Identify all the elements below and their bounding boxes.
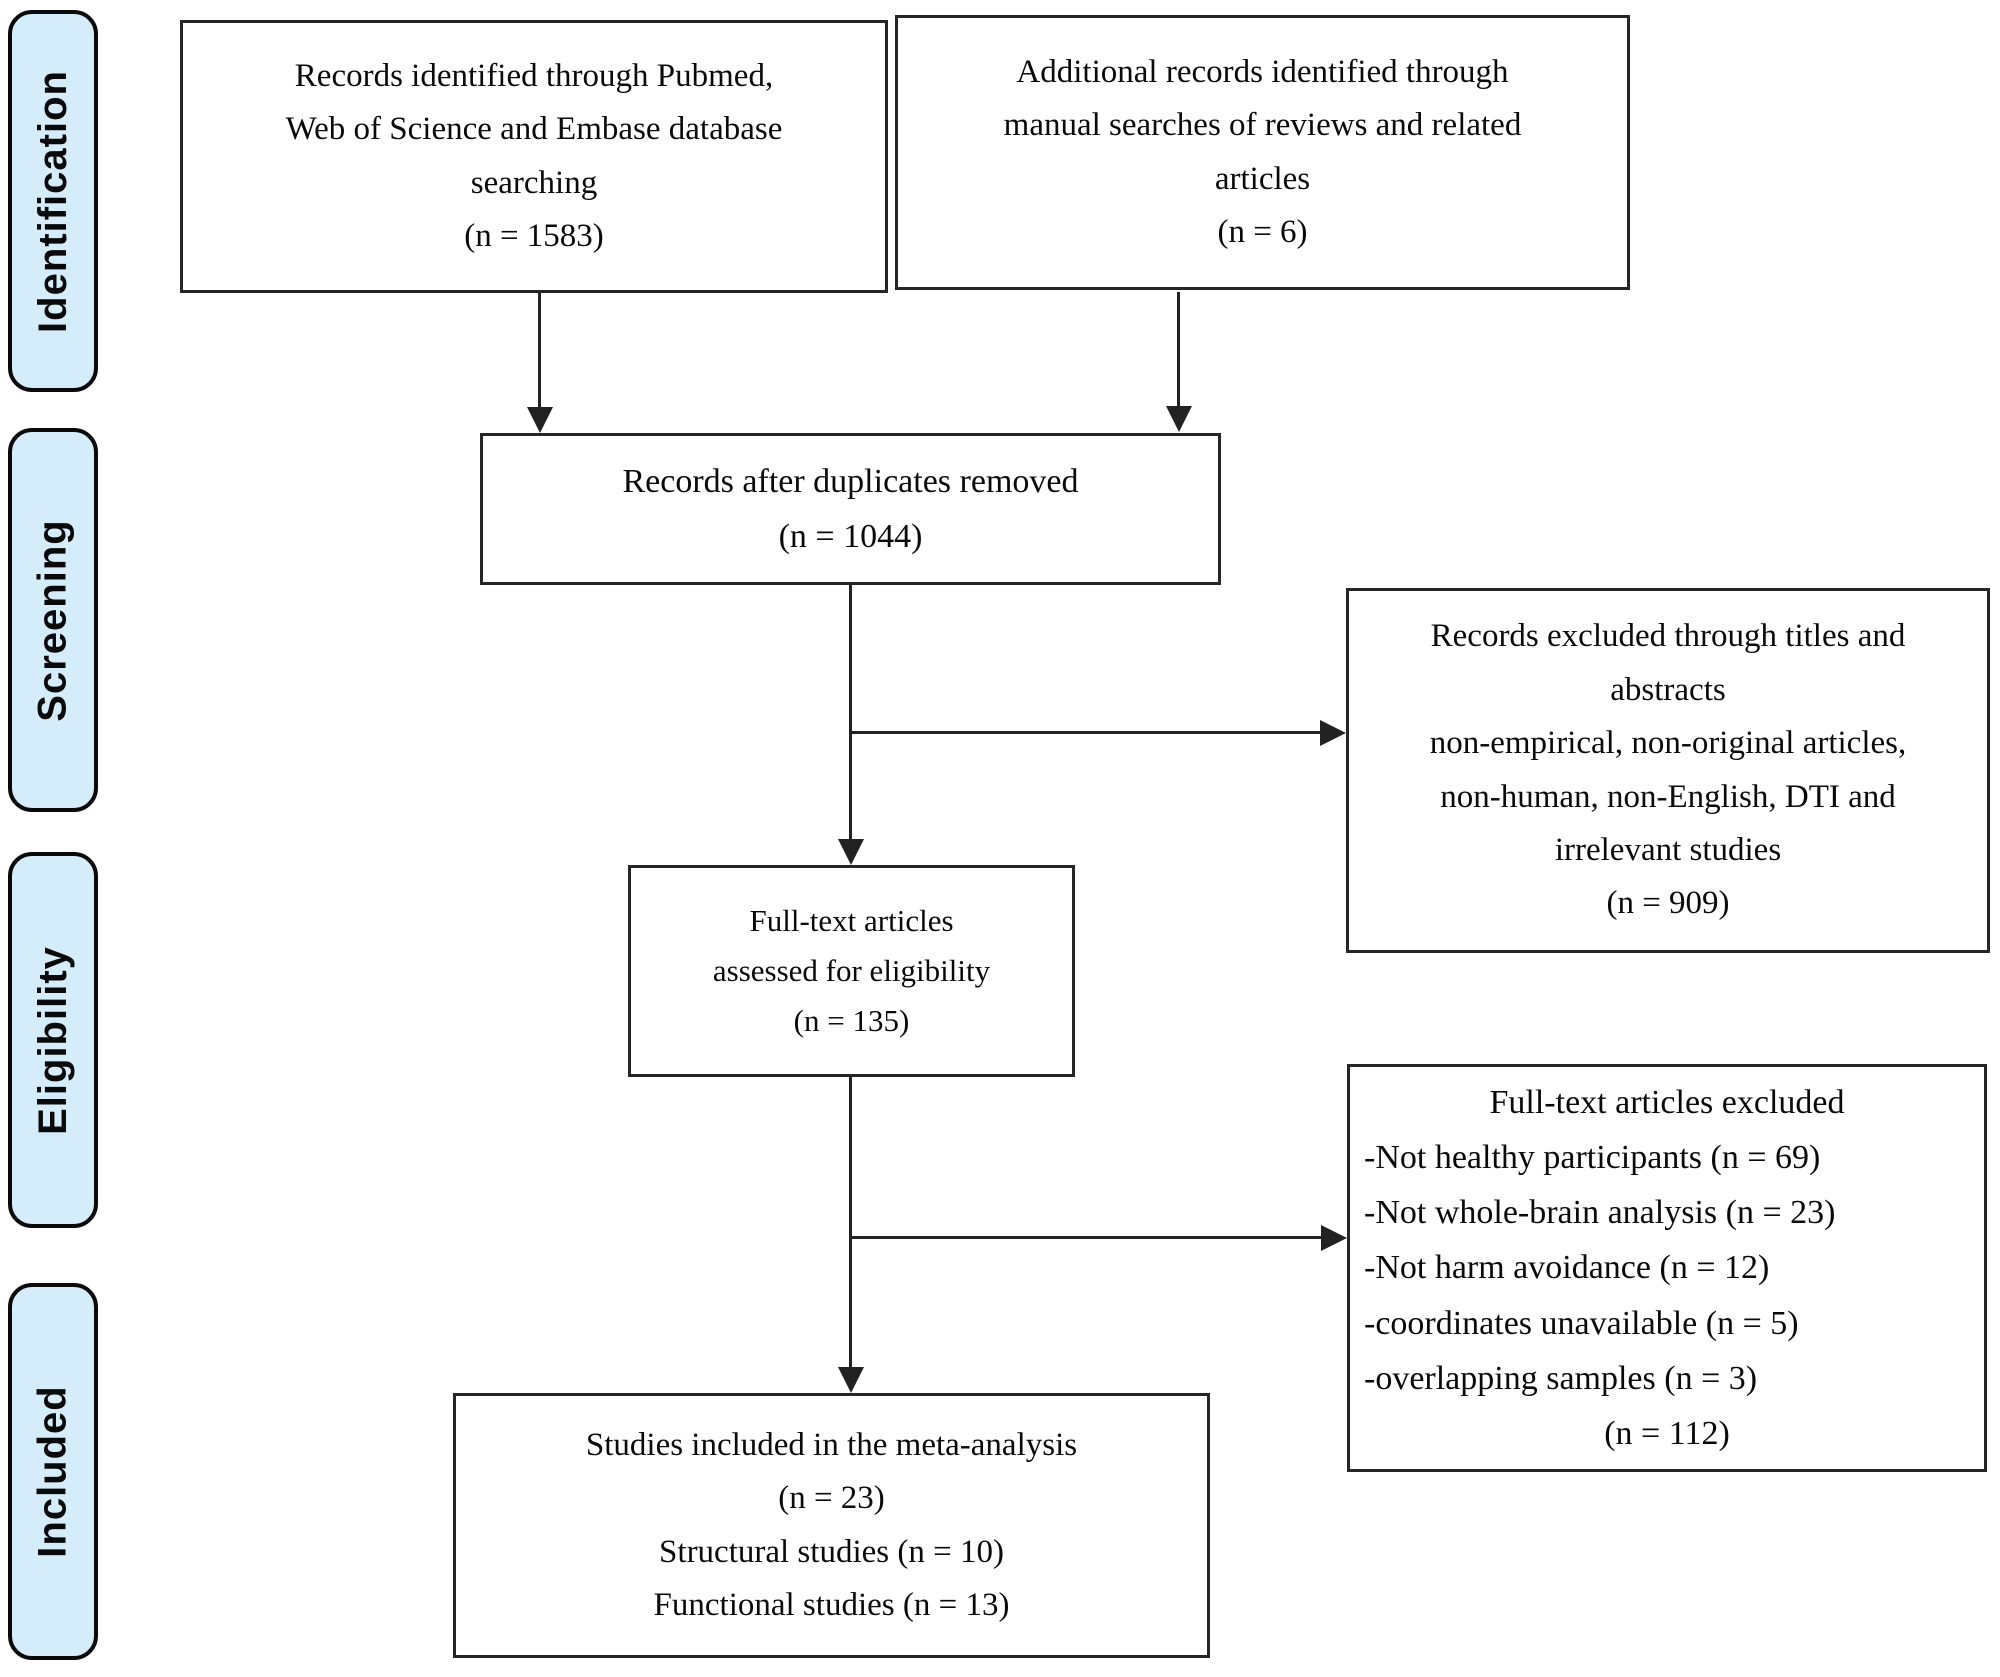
box-records-excluded: Records excluded through titles and abst…: [1346, 588, 1990, 953]
arrow-down-icon: [838, 839, 864, 865]
text-line: -Not whole-brain analysis (n = 23): [1364, 1194, 1836, 1232]
text-line: Studies included in the meta-analysis: [585, 1426, 1078, 1463]
stage-label-identification-text: Identification: [30, 69, 75, 333]
box-fulltext-excluded-items: -Not healthy participants (n = 69) -Not …: [1350, 1130, 1984, 1405]
text-line: -coordinates unavailable (n = 5): [1364, 1304, 1799, 1342]
text-line: Records excluded through titles and: [1430, 618, 1906, 655]
arrow-right-icon: [1321, 1225, 1347, 1251]
text-line: Records after duplicates removed: [622, 462, 1079, 500]
box-fulltext-assessed: Full-text articles assessed for eligibil…: [628, 865, 1075, 1077]
text-line: (n = 909): [1606, 885, 1730, 922]
connector-to-records-excluded: [851, 731, 1320, 734]
box-records-identified: Records identified through Pubmed, Web o…: [180, 20, 888, 293]
text-line: (n = 1583): [464, 217, 604, 254]
box-studies-included: Studies included in the meta-analysis (n…: [453, 1393, 1210, 1658]
text-line: manual searches of reviews and related: [1003, 107, 1522, 144]
text-line: assessed for eligibility: [712, 952, 991, 988]
text-line: abstracts: [1610, 671, 1726, 708]
connector-duplicates-to-fulltext: [849, 585, 852, 839]
connector-identified-to-duplicates: [538, 293, 541, 407]
box-duplicates-removed: Records after duplicates removed (n = 10…: [480, 433, 1221, 585]
text-line: (n = 1044): [778, 518, 923, 555]
text-line: Additional records identified through: [1016, 53, 1509, 90]
stage-label-included: Included: [8, 1283, 98, 1660]
text-line: Web of Science and Embase database: [285, 111, 783, 148]
box-fulltext-excluded-title: Full-text articles excluded: [1489, 1084, 1845, 1122]
text-line: non-empirical, non-original articles,: [1429, 725, 1907, 762]
connector-to-fulltext-excluded: [851, 1236, 1321, 1239]
stage-label-eligibility: Eligibility: [8, 852, 98, 1228]
stage-label-screening: Screening: [8, 428, 98, 812]
text-line: articles: [1214, 160, 1311, 197]
box-additional-records: Additional records identified through ma…: [895, 15, 1630, 290]
box-fulltext-excluded-total: (n = 112): [1604, 1414, 1730, 1452]
connector-fulltext-to-included: [849, 1077, 852, 1367]
stage-label-screening-text: Screening: [30, 518, 75, 722]
arrow-down-icon: [1166, 406, 1192, 432]
text-line: Full-text articles: [749, 902, 954, 938]
text-line: Functional studies (n = 13): [653, 1586, 1010, 1623]
text-line: (n = 23): [778, 1480, 885, 1517]
text-line: -overlapping samples (n = 3): [1364, 1359, 1758, 1397]
text-line: -Not harm avoidance (n = 12): [1364, 1249, 1770, 1287]
arrow-down-icon: [527, 407, 553, 433]
connector-additional-to-duplicates: [1177, 292, 1180, 406]
text-line: non-human, non-English, DTI and: [1440, 778, 1896, 815]
text-line: Structural studies (n = 10): [659, 1533, 1004, 1570]
text-line: -Not healthy participants (n = 69): [1364, 1139, 1821, 1177]
text-line: Records identified through Pubmed,: [294, 57, 774, 94]
text-line: (n = 135): [793, 1003, 910, 1039]
text-line: searching: [470, 164, 598, 201]
arrow-down-icon: [838, 1367, 864, 1393]
arrow-right-icon: [1320, 720, 1346, 746]
box-fulltext-excluded: Full-text articles excluded -Not healthy…: [1347, 1064, 1987, 1472]
stage-label-identification: Identification: [8, 10, 98, 392]
text-line: (n = 6): [1217, 213, 1308, 250]
text-line: irrelevant studies: [1554, 831, 1782, 868]
stage-label-included-text: Included: [30, 1385, 75, 1558]
stage-label-eligibility-text: Eligibility: [30, 945, 75, 1135]
